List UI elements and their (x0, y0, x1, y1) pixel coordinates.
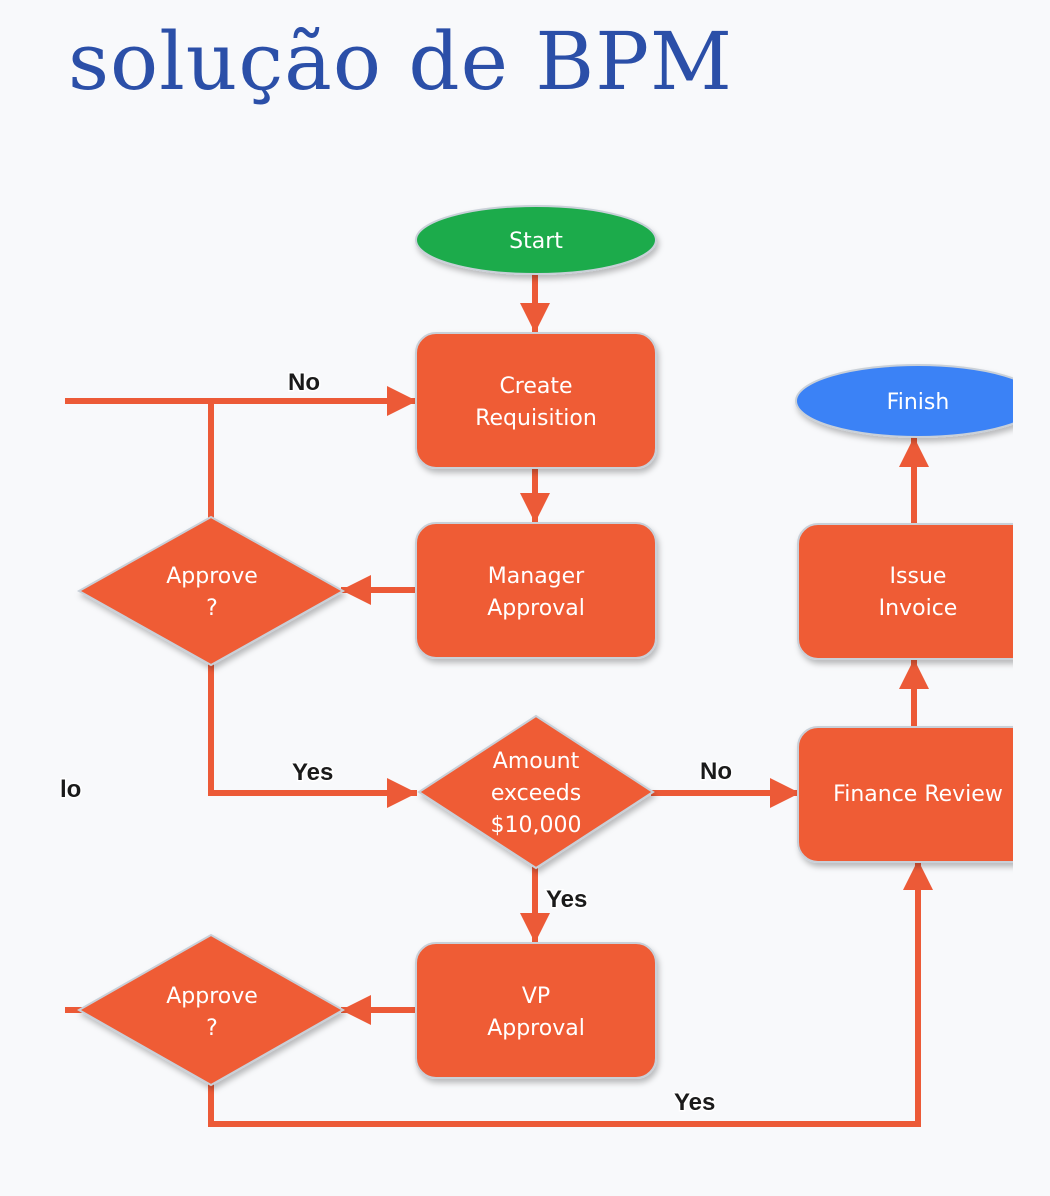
node-manager-approval-line-1: Manager (488, 564, 585, 589)
edge-label-no-middle: No (700, 758, 732, 785)
right-edge-mask (1013, 150, 1050, 1196)
node-start-label: Start (509, 229, 563, 254)
edge-label-yes-bottom: Yes (674, 1089, 715, 1116)
node-finish-label: Finish (887, 390, 950, 415)
node-amount-line-3: $10,000 (491, 813, 582, 838)
node-issue-invoice: Issue Invoice (797, 523, 1050, 660)
node-amount-decision: Amount exceeds $10,000 (417, 714, 655, 870)
node-approve-2-line-1: Approve (166, 984, 258, 1009)
node-vp-approval-line-1: VP (522, 984, 550, 1009)
node-create-requisition-line-2: Requisition (475, 406, 597, 431)
node-issue-invoice-line-2: Invoice (879, 596, 958, 621)
node-finance-review-label: Finance Review (833, 782, 1003, 807)
node-manager-approval-line-2: Approval (487, 596, 585, 621)
node-create-requisition: Create Requisition (415, 332, 657, 469)
connector-approve1-yes-to-amount (208, 661, 417, 808)
node-start: Start (415, 205, 657, 275)
node-amount-line-1: Amount (493, 749, 580, 774)
node-finish: Finish (795, 364, 1041, 438)
edge-label-yes-down: Yes (546, 886, 587, 913)
node-issue-invoice-line-1: Issue (890, 564, 947, 589)
node-approve-1-line-2: ? (206, 596, 218, 621)
edge-label-no-top: No (288, 369, 320, 396)
edge-label-no-cut-left: lo (60, 776, 81, 803)
node-approve-decision-2: Approve ? (76, 933, 346, 1087)
node-manager-approval: Manager Approval (415, 522, 657, 659)
node-approve-1-line-1: Approve (166, 564, 258, 589)
node-approve-decision-1: Approve ? (76, 515, 346, 667)
node-finance-review: Finance Review (797, 726, 1050, 863)
page-title: solução de BPM (68, 15, 733, 108)
edge-label-yes-left: Yes (292, 759, 333, 786)
node-vp-approval-line-2: Approval (487, 1016, 585, 1041)
connector-approve2-yes-to-finance (208, 860, 933, 1127)
node-approve-2-line-2: ? (206, 1016, 218, 1041)
node-create-requisition-line-1: Create (499, 374, 572, 399)
node-vp-approval: VP Approval (415, 942, 657, 1079)
node-amount-line-2: exceeds (491, 781, 581, 806)
